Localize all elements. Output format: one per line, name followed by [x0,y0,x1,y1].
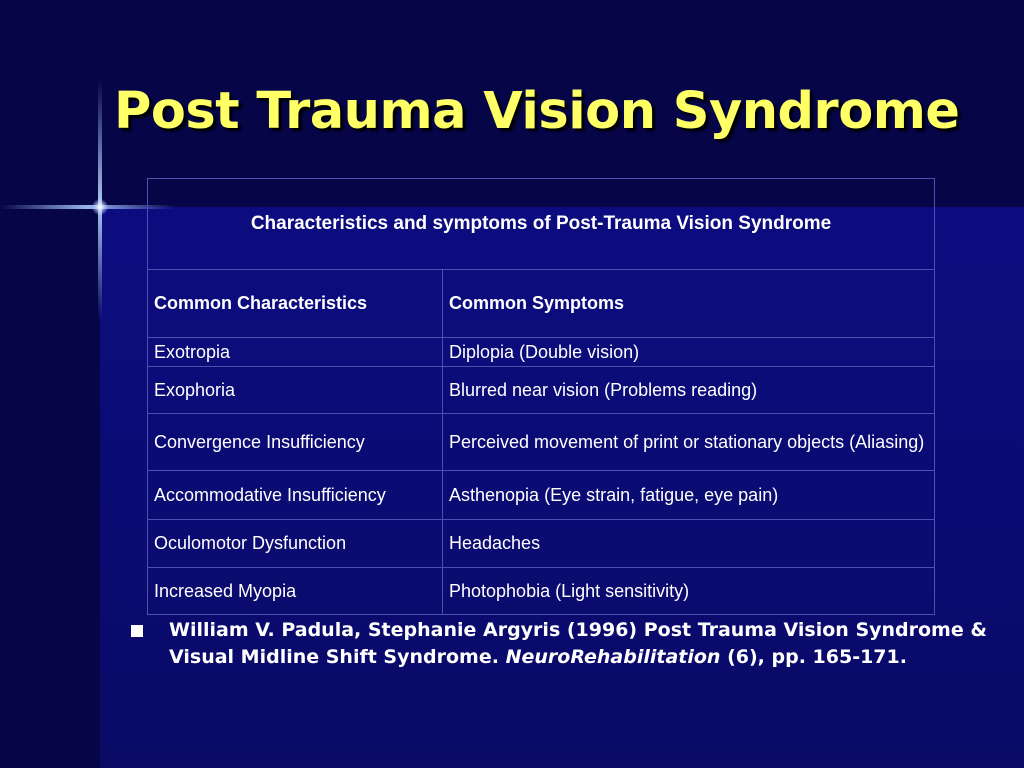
citation-journal: NeuroRehabilitation [505,646,721,668]
table-cell-characteristic: Convergence Insufficiency [147,413,443,471]
table-caption-row: Characteristics and symptoms of Post-Tra… [147,178,935,270]
table-cell-characteristic: Oculomotor Dysfunction [147,519,443,568]
table-cell-characteristic: Exophoria [147,366,443,414]
table-row: Convergence Insufficiency Perceived move… [147,413,935,471]
table-row: Oculomotor Dysfunction Headaches [147,519,935,568]
table-row: Accommodative Insufficiency Asthenopia (… [147,470,935,520]
bullet-square-icon [131,625,143,637]
citation-text: William V. Padula, Stephanie Argyris (19… [169,617,989,671]
background-left-band [0,0,100,768]
table-cell-characteristic: Exotropia [147,337,443,367]
table-row: Increased Myopia Photophobia (Light sens… [147,567,935,615]
table-cell-symptom: Diplopia (Double vision) [442,337,935,367]
header-common-characteristics: Common Characteristics [147,269,443,338]
table-row: Exotropia Diplopia (Double vision) [147,337,935,367]
slide-title: Post Trauma Vision Syndrome [114,82,960,141]
citation-tail: (6), pp. 165-171. [727,646,907,668]
table-row: Exophoria Blurred near vision (Problems … [147,366,935,414]
citation-main: William V. Padula, Stephanie Argyris (19… [169,619,987,668]
table-cell-characteristic: Increased Myopia [147,567,443,615]
sparkle-horizontal-ray [0,205,175,209]
table-cell-symptom: Perceived movement of print or stationar… [442,413,935,471]
sparkle-icon [92,199,108,215]
table-cell-symptom: Photophobia (Light sensitivity) [442,567,935,615]
background-top-band [0,0,1024,207]
symptoms-table: Characteristics and symptoms of Post-Tra… [147,178,935,615]
table-cell-symptom: Asthenopia (Eye strain, fatigue, eye pai… [442,470,935,520]
table-cell-symptom: Blurred near vision (Problems reading) [442,366,935,414]
table-caption: Characteristics and symptoms of Post-Tra… [147,178,935,270]
table-cell-symptom: Headaches [442,519,935,568]
table-header-row: Common Characteristics Common Symptoms [147,269,935,338]
table-cell-characteristic: Accommodative Insufficiency [147,470,443,520]
header-common-symptoms: Common Symptoms [442,269,935,338]
